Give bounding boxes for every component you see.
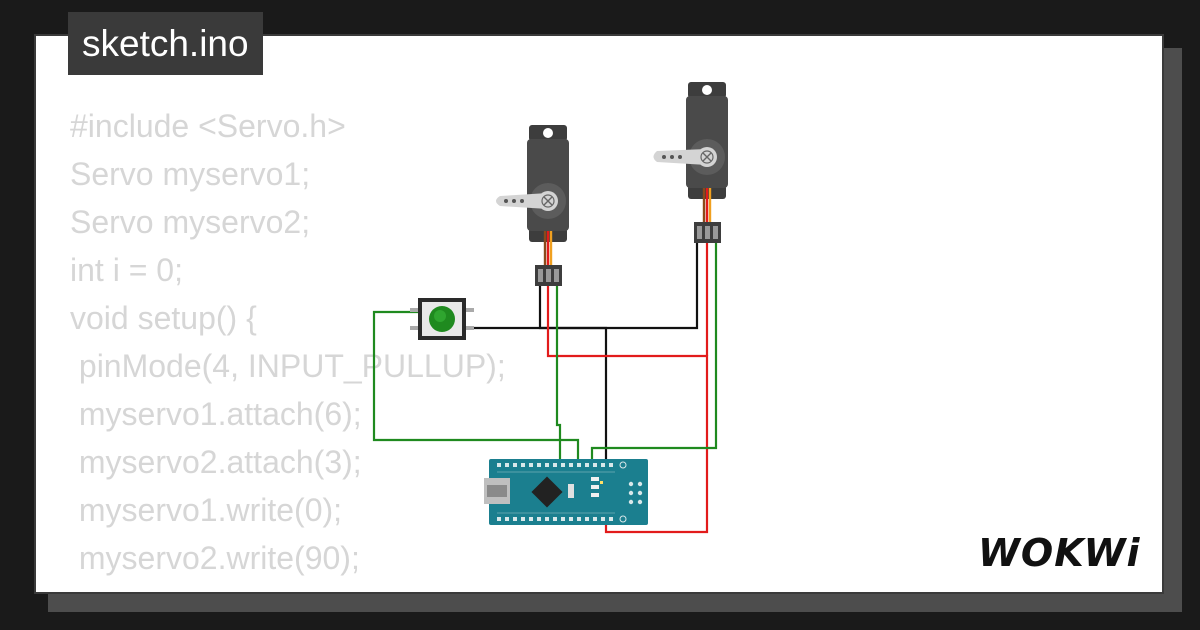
wire-gnd-servo2 bbox=[606, 243, 699, 330]
code-line: pinMode(4, INPUT_PULLUP); bbox=[70, 348, 506, 384]
code-line: myservo2.attach(3); bbox=[70, 444, 362, 480]
wire-gnd-servo1 bbox=[538, 286, 608, 462]
code-line: myservo1.attach(6); bbox=[70, 396, 362, 432]
icsp-header bbox=[628, 481, 643, 505]
code-line: int i = 0; bbox=[70, 252, 183, 288]
code-line: Servo myservo2; bbox=[70, 204, 311, 240]
wokwi-logo-text: WOKWi bbox=[978, 531, 1141, 574]
code-line: void setup() { bbox=[70, 300, 257, 336]
led bbox=[591, 485, 599, 489]
led bbox=[591, 493, 599, 497]
mcu-chip bbox=[531, 476, 563, 508]
code-line: Servo myservo1; bbox=[70, 156, 311, 192]
wire-sig-servo2 bbox=[590, 243, 718, 462]
preview-card: #include <Servo.h> Servo myservo1; Servo… bbox=[34, 34, 1164, 594]
servo-1[interactable] bbox=[496, 125, 569, 286]
wokwi-logo: WOKWi bbox=[978, 531, 1141, 574]
wire-sig-button bbox=[372, 310, 580, 462]
header-pins-top bbox=[497, 463, 613, 467]
code-listing: #include <Servo.h> Servo myservo1; Servo… bbox=[70, 102, 506, 592]
code-line: myservo2.write(90); bbox=[70, 540, 360, 576]
servo-2[interactable] bbox=[653, 82, 729, 243]
silkscreen-lines bbox=[497, 471, 615, 514]
pushbutton[interactable] bbox=[410, 298, 474, 340]
arduino-nano[interactable] bbox=[484, 459, 648, 525]
code-line: myservo1.write(0); bbox=[70, 492, 343, 528]
code-line: } bbox=[70, 582, 506, 592]
file-title: sketch.ino bbox=[68, 12, 263, 75]
code-line: #include <Servo.h> bbox=[70, 108, 346, 144]
wires bbox=[372, 243, 718, 534]
servo-mount-hole bbox=[702, 85, 712, 95]
header-pins-bottom bbox=[497, 517, 613, 521]
servo-mount-hole bbox=[543, 128, 553, 138]
wire-vcc-servo1 bbox=[546, 286, 709, 534]
reset-button[interactable] bbox=[568, 484, 574, 498]
wire-sig-servo1 bbox=[555, 286, 562, 462]
led bbox=[591, 477, 599, 481]
